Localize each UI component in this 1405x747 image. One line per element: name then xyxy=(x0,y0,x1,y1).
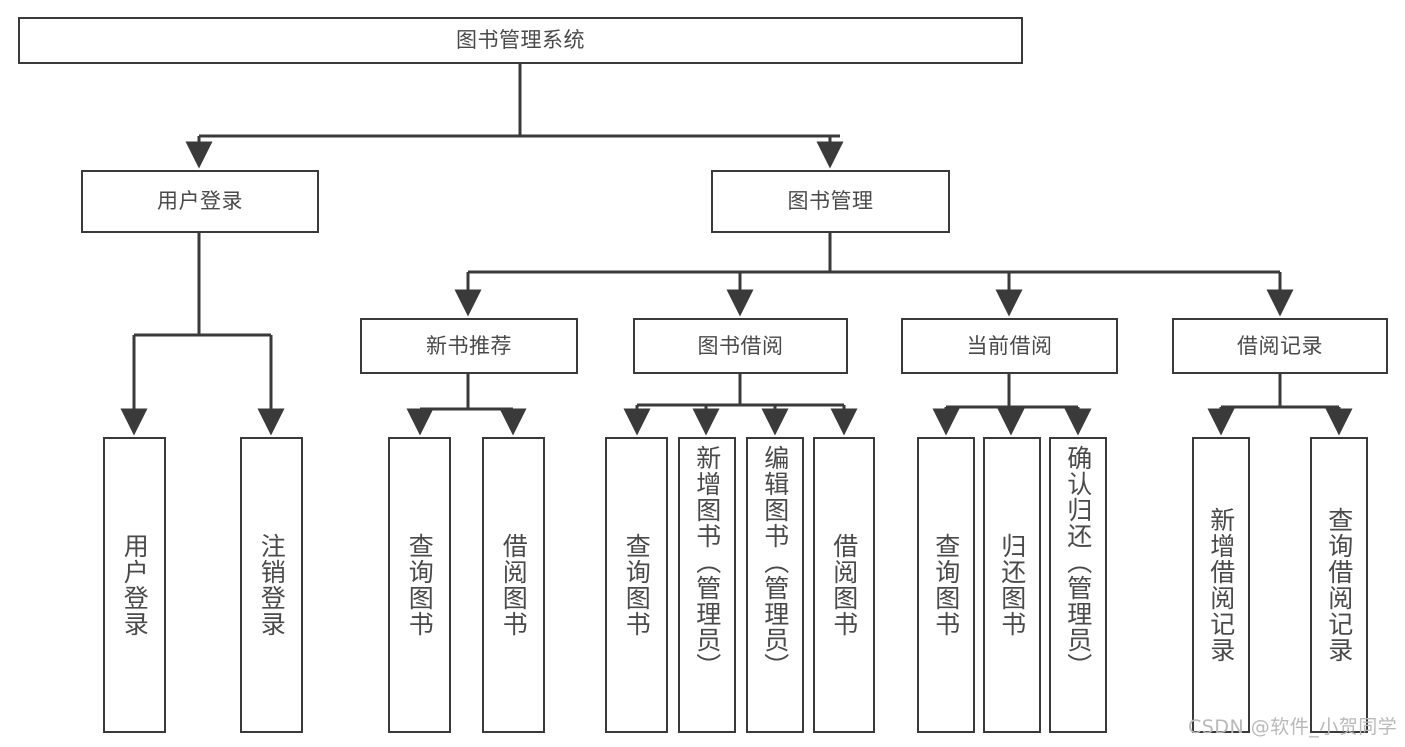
node-current-borrow-label: 当前借阅 xyxy=(966,333,1053,358)
leaf-query-book-borrow[interactable]: 查询图书 xyxy=(605,437,668,733)
leaf-add-borrow-record-label: 新增借阅记录 xyxy=(1206,507,1236,663)
leaf-logout-label: 注销登录 xyxy=(257,533,287,637)
leaf-confirm-return-admin-label: 确认归还（管理员） xyxy=(1063,445,1093,679)
leaf-return-book[interactable]: 归还图书 xyxy=(983,437,1041,733)
leaf-borrow-book-borrow[interactable]: 借阅图书 xyxy=(813,437,875,733)
leaf-borrow-book-recommend[interactable]: 借阅图书 xyxy=(482,437,545,733)
leaf-add-book-admin-label: 新增图书（管理员） xyxy=(692,445,722,679)
leaf-return-book-label: 归还图书 xyxy=(997,533,1027,637)
leaf-query-book-borrow-label: 查询图书 xyxy=(622,533,652,637)
leaf-query-borrow-record[interactable]: 查询借阅记录 xyxy=(1310,437,1368,733)
leaf-add-borrow-record[interactable]: 新增借阅记录 xyxy=(1192,437,1250,733)
leaf-query-book-recommend-label: 查询图书 xyxy=(405,533,435,637)
node-user-login[interactable]: 用户登录 xyxy=(81,170,319,233)
leaf-edit-book-admin-label: 编辑图书（管理员） xyxy=(760,445,790,679)
node-new-book-recommend-label: 新书推荐 xyxy=(426,333,512,358)
node-book-manage-label: 图书管理 xyxy=(787,189,874,214)
node-root[interactable]: 图书管理系统 xyxy=(18,17,1023,64)
node-book-borrow[interactable]: 图书借阅 xyxy=(633,318,848,374)
node-current-borrow[interactable]: 当前借阅 xyxy=(901,318,1118,374)
leaf-logout[interactable]: 注销登录 xyxy=(240,437,303,733)
leaf-borrow-book-borrow-label: 借阅图书 xyxy=(829,533,859,637)
leaf-query-borrow-record-label: 查询借阅记录 xyxy=(1324,507,1354,663)
node-book-borrow-label: 图书借阅 xyxy=(697,333,784,358)
leaf-query-book-current-label: 查询图书 xyxy=(931,533,961,637)
node-new-book-recommend[interactable]: 新书推荐 xyxy=(360,318,578,374)
node-borrow-record[interactable]: 借阅记录 xyxy=(1172,318,1388,374)
leaf-confirm-return-admin[interactable]: 确认归还（管理员） xyxy=(1049,437,1107,733)
leaf-borrow-book-recommend-label: 借阅图书 xyxy=(499,533,529,637)
leaf-user-login[interactable]: 用户登录 xyxy=(103,437,166,733)
leaf-add-book-admin[interactable]: 新增图书（管理员） xyxy=(678,437,736,733)
node-root-label: 图书管理系统 xyxy=(456,28,585,53)
node-borrow-record-label: 借阅记录 xyxy=(1237,333,1323,358)
leaf-edit-book-admin[interactable]: 编辑图书（管理员） xyxy=(746,437,804,733)
node-book-manage[interactable]: 图书管理 xyxy=(711,170,950,233)
leaf-query-book-current[interactable]: 查询图书 xyxy=(917,437,975,733)
leaf-user-login-label: 用户登录 xyxy=(120,533,150,637)
csdn-watermark: CSDN @软件_小贺同学 xyxy=(1188,716,1398,738)
node-user-login-label: 用户登录 xyxy=(157,189,243,214)
leaf-query-book-recommend[interactable]: 查询图书 xyxy=(388,437,451,733)
